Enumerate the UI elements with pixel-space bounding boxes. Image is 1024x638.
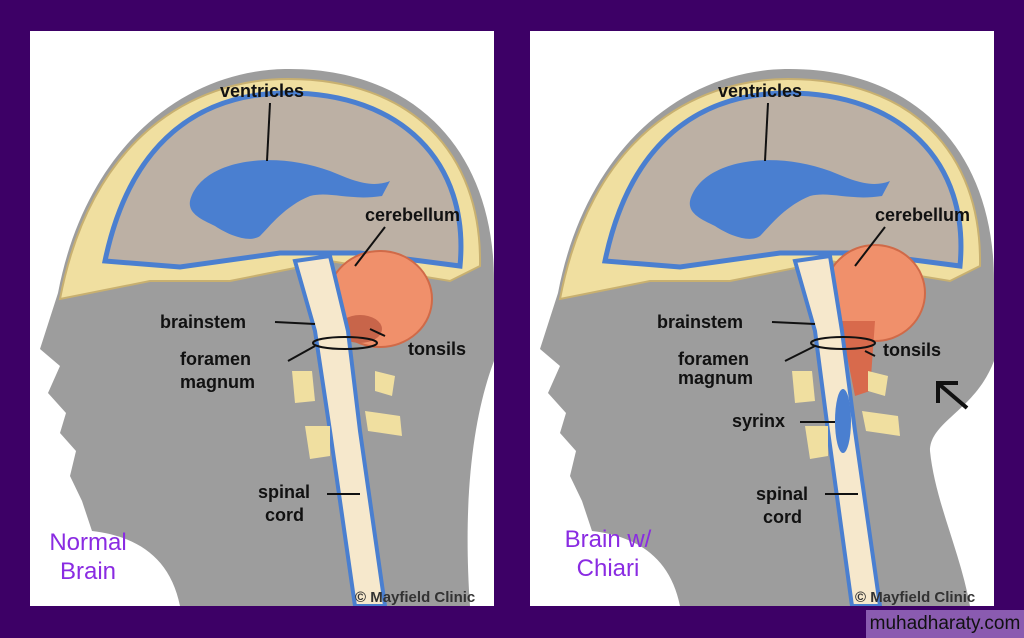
label-ventricles: ventricles	[718, 81, 803, 101]
chiari-brain-illustration	[540, 68, 994, 606]
foramen-magnum	[312, 336, 378, 350]
syrinx	[835, 389, 851, 453]
vertebra	[792, 371, 815, 403]
chiari-brain-panel: ventricles cerebellum brainstem tonsils …	[530, 31, 994, 606]
leader-lines	[764, 102, 886, 495]
normal-brain-panel: ventricles cerebellum brainstem tonsils …	[30, 31, 494, 606]
ventricles	[689, 160, 890, 239]
label-brainstem: brainstem	[160, 312, 247, 332]
caption-line: Normal	[49, 529, 127, 556]
label-cord: cord	[265, 505, 305, 525]
vertebra	[805, 426, 828, 459]
watermark: muhadharaty.com	[866, 610, 1024, 638]
vertebra	[305, 426, 330, 459]
label-foramen: foramen	[678, 349, 750, 369]
caption-line: Brain w/	[564, 526, 652, 553]
caption: Brain w/ Chiari	[548, 525, 668, 583]
vertebra	[365, 411, 402, 436]
label-syrinx: syrinx	[732, 411, 786, 431]
label-cerebellum: cerebellum	[875, 205, 971, 225]
label-ventricles: ventricles	[220, 81, 305, 101]
vertebra	[292, 371, 315, 403]
label-tonsils: tonsils	[408, 339, 467, 359]
label-foramen: foramen	[180, 349, 252, 369]
label-magnum: magnum	[678, 368, 754, 388]
label-cord: cord	[763, 507, 803, 527]
caption: Normal Brain	[42, 528, 134, 586]
ventricles	[189, 160, 390, 239]
vertebra	[375, 371, 395, 396]
vertebra	[862, 411, 900, 436]
label-magnum: magnum	[180, 372, 256, 392]
label-cerebellum: cerebellum	[365, 205, 461, 225]
copyright: © Mayfield Clinic	[855, 589, 976, 606]
arrow-icon	[936, 381, 969, 410]
caption-line: Chiari	[576, 555, 640, 582]
label-spinal: spinal	[756, 484, 809, 504]
brainstem-spinal-cord	[292, 253, 388, 606]
vertebra	[868, 371, 888, 396]
normal-brain-illustration	[40, 68, 494, 606]
foramen-magnum	[810, 336, 876, 350]
label-brainstem: brainstem	[657, 312, 744, 332]
caption-line: Brain	[59, 558, 117, 585]
label-spinal: spinal	[258, 482, 311, 502]
copyright: © Mayfield Clinic	[355, 589, 476, 606]
label-tonsils: tonsils	[883, 340, 942, 360]
leader-lines	[266, 102, 386, 495]
